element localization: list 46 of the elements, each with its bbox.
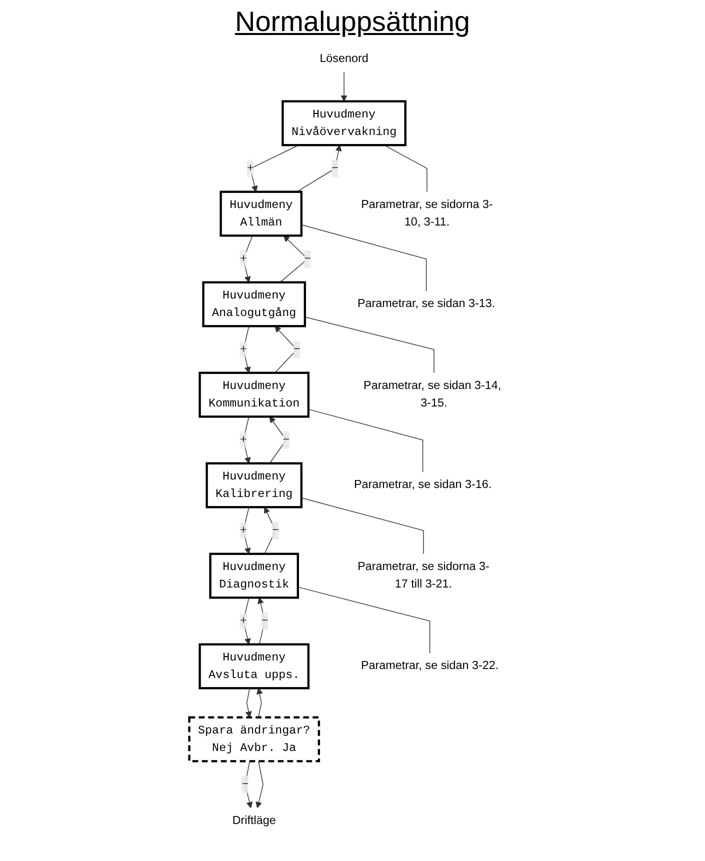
edge-label: − — [304, 252, 312, 265]
node-text: Lösenord — [320, 52, 368, 65]
edge-label: + — [246, 162, 254, 174]
arrow — [245, 688, 252, 718]
edge-label: + — [240, 252, 247, 265]
edge-label: − — [261, 614, 268, 627]
arrow — [243, 506, 251, 554]
edge-label: − — [272, 524, 279, 536]
node-text: Driftläge — [232, 814, 276, 827]
connector — [301, 498, 424, 554]
node-text: Parametrar, se sidorna 3-17 till 3-21. — [358, 560, 490, 590]
arrow — [258, 597, 266, 645]
edge-label: + — [240, 342, 247, 356]
node-text: Parametrar, se sidan 3-16. — [354, 478, 492, 492]
edge-label: + — [240, 614, 247, 627]
arrow — [340, 72, 348, 102]
connector — [298, 586, 430, 654]
edge-label: − — [294, 342, 300, 356]
arrow — [296, 144, 342, 192]
connector — [304, 316, 434, 374]
node-box: Huvudmeny Kalibrering — [206, 462, 303, 508]
arrow — [243, 235, 253, 283]
arrow — [256, 760, 264, 808]
arrow — [244, 760, 253, 808]
arrow — [256, 688, 263, 718]
node-text: Parametrar, se sidan 3-13. — [357, 298, 496, 310]
node-box: Huvudmeny Diagnostik — [209, 552, 299, 599]
edge-label: − — [332, 162, 338, 174]
edge-label: − — [282, 433, 290, 446]
node-box: Huvudmeny Avsluta upps. — [198, 643, 310, 690]
connector — [301, 224, 427, 292]
arrow — [243, 326, 251, 374]
node-text: Parametrar, se sidan 3-22. — [360, 660, 499, 672]
node-box: Huvudmeny Kommunikation — [198, 372, 310, 418]
edge-label: − — [242, 778, 249, 790]
diagram-title: Normaluppsättning — [234, 6, 472, 38]
edge-label: + — [240, 433, 247, 446]
node-box: Huvudmeny Analogutgång — [202, 281, 306, 328]
node-box: Huvudmeny Allmän — [220, 190, 303, 237]
node-text: Parametrar, se sidorna 3-10, 3-11. — [361, 198, 493, 228]
connector — [308, 408, 424, 472]
node-text: Parametrar, se sidan 3-14, 3-15. — [364, 379, 502, 410]
arrow — [243, 416, 251, 464]
edge-label: + — [240, 524, 247, 536]
node-box: Huvudmeny Nivåövervakning — [282, 100, 406, 146]
node-box: Spara ändringar? Nej Avbr. Ja — [188, 716, 320, 762]
